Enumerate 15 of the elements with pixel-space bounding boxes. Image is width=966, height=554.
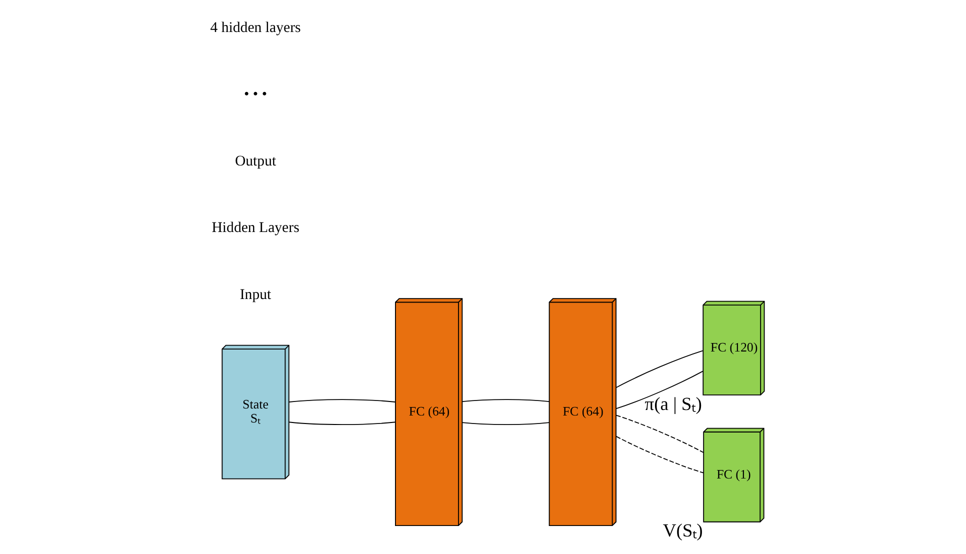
label: Hidden Layers (211, 220, 299, 236)
node-label: π(a | Sₜ) (644, 394, 702, 415)
connector (615, 370, 703, 410)
connector (461, 399, 550, 402)
label: 4 hidden layers (210, 20, 300, 36)
connector (461, 422, 550, 426)
label: Input (239, 286, 271, 303)
connector (615, 350, 703, 388)
connector (615, 436, 704, 474)
connector (288, 422, 396, 426)
label: • • • (244, 86, 267, 103)
connector (615, 414, 704, 453)
connector (288, 399, 396, 402)
label: Output (234, 153, 276, 170)
node-label: V(Sₜ) (662, 520, 702, 542)
